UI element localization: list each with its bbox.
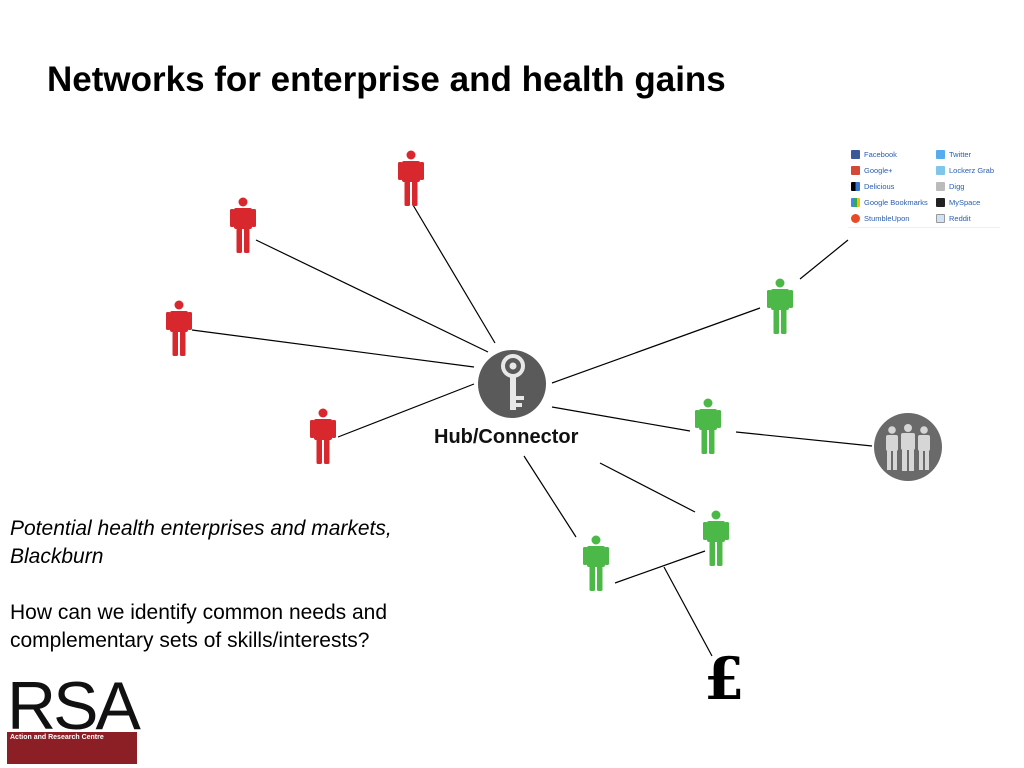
rsa-logo-subtitle: Action and Research Centre bbox=[10, 734, 104, 741]
reddit-icon bbox=[936, 213, 945, 223]
social-link-google-bookmarks[interactable]: Google Bookmarks bbox=[851, 194, 928, 210]
social-link-digg[interactable]: Digg bbox=[936, 178, 994, 194]
group-icon bbox=[874, 413, 942, 481]
person-green-icon bbox=[767, 278, 793, 334]
edge-hub-red-lower-left bbox=[337, 383, 475, 438]
question-line: How can we identify common needs and bbox=[10, 601, 388, 624]
person-green-icon bbox=[583, 535, 609, 591]
pound-icon: £ bbox=[704, 645, 745, 713]
rsa-logo-text: RSA bbox=[7, 668, 141, 744]
person-green-icon bbox=[695, 398, 721, 454]
social-link-label: Lockerz Grab bbox=[949, 165, 995, 175]
edge-hub-green-mid bbox=[551, 406, 691, 432]
edge-hub-green-bottom bbox=[523, 455, 577, 538]
key-icon bbox=[478, 350, 546, 418]
rsa-logo: RSA Action and Research Centre bbox=[7, 668, 141, 764]
social-link-googleplus[interactable]: Google+ bbox=[851, 162, 928, 178]
social-link-label: Delicious bbox=[864, 181, 895, 191]
social-link-lockerz[interactable]: Lockerz Grab bbox=[936, 162, 994, 178]
digg-icon bbox=[936, 181, 945, 191]
social-link-label: StumbleUpon bbox=[864, 213, 910, 223]
network-edges bbox=[191, 204, 873, 657]
social-column-right: Twitter Lockerz Grab Digg MySpace Reddit bbox=[936, 146, 994, 226]
social-link-label: Facebook bbox=[864, 149, 897, 159]
social-link-label: MySpace bbox=[949, 197, 981, 207]
person-red-icon bbox=[166, 300, 192, 356]
social-link-reddit[interactable]: Reddit bbox=[936, 210, 994, 226]
question-line: complementary sets of skills/interests? bbox=[10, 629, 370, 652]
social-link-label: Twitter bbox=[949, 149, 972, 159]
edge-green-group bbox=[735, 431, 873, 447]
person-red-icon bbox=[230, 197, 256, 253]
social-link-stumbleupon[interactable]: StumbleUpon bbox=[851, 210, 928, 226]
edge-green-green bbox=[614, 550, 706, 584]
twitter-icon bbox=[936, 149, 945, 159]
edge-hub-red-top bbox=[412, 204, 496, 344]
edge-to-money bbox=[663, 566, 713, 657]
slide-title: Networks for enterprise and health gains bbox=[47, 60, 726, 99]
edge-green-social bbox=[799, 239, 849, 280]
social-link-myspace[interactable]: MySpace bbox=[936, 194, 994, 210]
social-column-left: Facebook Google+ Delicious Google Bookma… bbox=[851, 146, 928, 226]
social-link-twitter[interactable]: Twitter bbox=[936, 146, 994, 162]
person-red-icon bbox=[310, 408, 336, 464]
google-bookmarks-icon bbox=[851, 197, 860, 207]
social-link-facebook[interactable]: Facebook bbox=[851, 146, 928, 162]
google-plus-icon bbox=[851, 165, 860, 175]
edge-hub-green-lower-right bbox=[599, 462, 696, 513]
myspace-icon bbox=[936, 197, 945, 207]
social-link-label: Google+ bbox=[864, 165, 893, 175]
caption-line: Potential health enterprises and markets… bbox=[10, 517, 392, 540]
social-link-label: Google Bookmarks bbox=[864, 197, 928, 207]
edge-hub-green-top-right bbox=[551, 307, 761, 384]
person-red-icon bbox=[398, 150, 424, 206]
rsa-logo-band: Action and Research Centre bbox=[7, 732, 137, 764]
social-link-label: Reddit bbox=[949, 213, 971, 223]
caption-block: Potential health enterprises and markets… bbox=[10, 515, 510, 655]
delicious-icon bbox=[851, 181, 860, 191]
social-link-label: Digg bbox=[949, 181, 965, 191]
social-link-delicious[interactable]: Delicious bbox=[851, 178, 928, 194]
lockerz-icon bbox=[936, 165, 945, 175]
hub-label: Hub/Connector bbox=[434, 426, 579, 448]
caption-line: Blackburn bbox=[10, 545, 104, 568]
edge-hub-red-left bbox=[191, 329, 475, 368]
person-green-icon bbox=[703, 510, 729, 566]
stumbleupon-icon bbox=[851, 213, 860, 223]
edge-hub-red-upper-left bbox=[255, 239, 489, 353]
social-bookmark-panel: Facebook Google+ Delicious Google Bookma… bbox=[848, 143, 1000, 228]
facebook-icon bbox=[851, 149, 860, 159]
